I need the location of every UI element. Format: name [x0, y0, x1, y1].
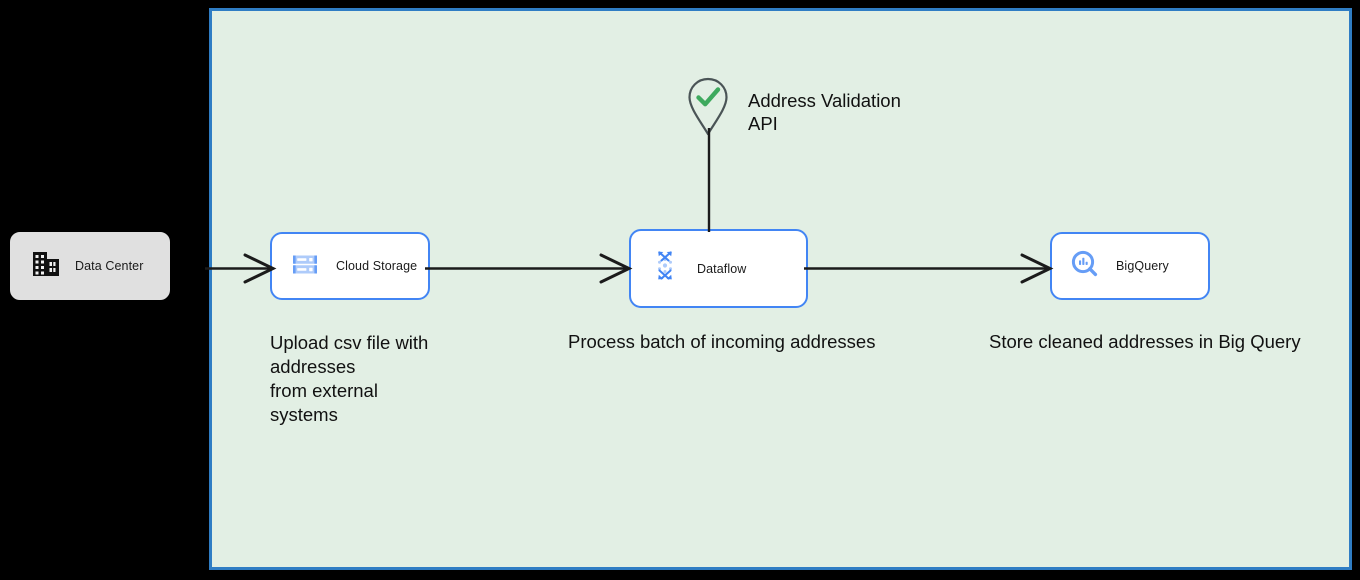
building-icon: [31, 249, 61, 284]
edge-dataflow-to-bigquery: [804, 248, 1056, 288]
dataflow-icon: [649, 249, 681, 288]
edge-cloud-storage-to-dataflow: [425, 248, 635, 288]
node-label-data-center: Data Center: [75, 259, 144, 273]
node-cloud-storage[interactable]: Cloud Storage: [270, 232, 430, 300]
edge-data-center-to-cloud-storage: [205, 248, 277, 288]
api-label-address-validation: Address Validation API: [748, 90, 901, 134]
node-label-cloud-storage: Cloud Storage: [336, 259, 418, 273]
node-data-center[interactable]: Data Center: [10, 232, 170, 300]
node-label-dataflow: Dataflow: [697, 261, 747, 276]
caption-bigquery: Store cleaned addresses in Big Query: [989, 331, 1301, 352]
node-label-bigquery: BigQuery: [1116, 259, 1169, 273]
node-bigquery[interactable]: BigQuery: [1050, 232, 1210, 300]
caption-cloud-storage: Upload csv file with addresses from exte…: [270, 332, 429, 425]
edge-api-to-dataflow: [690, 128, 730, 234]
caption-dataflow: Process batch of incoming addresses: [568, 331, 876, 352]
bigquery-icon: [1070, 249, 1100, 284]
cloud-storage-icon: [290, 249, 320, 284]
node-dataflow[interactable]: Dataflow: [629, 229, 808, 308]
